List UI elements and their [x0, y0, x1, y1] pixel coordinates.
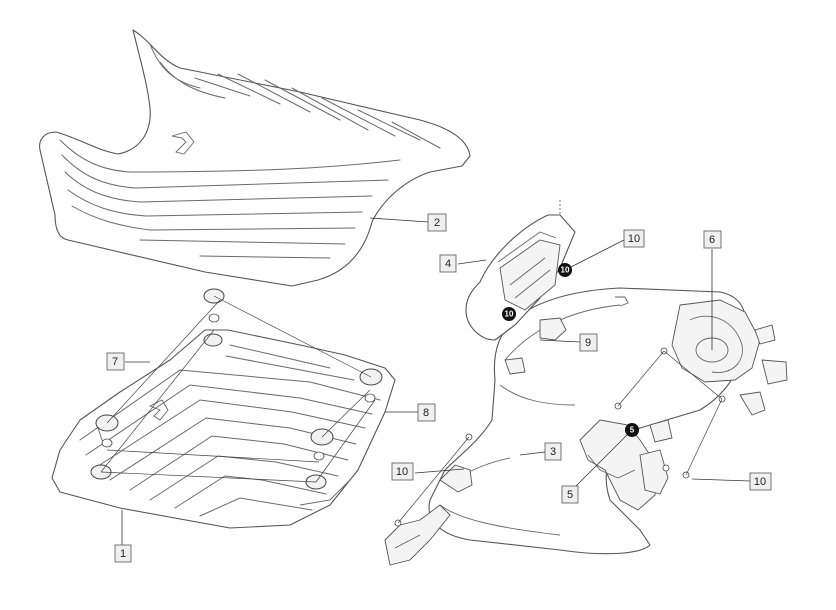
callout-6: 6	[703, 230, 722, 249]
part-2-floor-mat[interactable]	[39, 29, 471, 287]
svg-text:1: 1	[120, 548, 126, 560]
callout-5: 5	[561, 485, 579, 504]
svg-text:3: 3	[550, 446, 556, 458]
callout-8: 8	[417, 403, 436, 422]
svg-text:2: 2	[434, 217, 440, 229]
callout-4: 4	[439, 254, 457, 273]
svg-text:10: 10	[505, 310, 514, 319]
part-3-frame-cover[interactable]	[384, 287, 788, 566]
callout-10-top: 10	[623, 229, 645, 248]
callout-3: 3	[544, 442, 562, 461]
callout-10-right: 10	[749, 472, 772, 491]
fastener-axis-lines	[397, 200, 723, 524]
svg-text:4: 4	[445, 258, 451, 270]
marker-10-lower: 10	[502, 307, 516, 321]
svg-text:10: 10	[396, 466, 408, 478]
callout-10-left: 10	[391, 462, 414, 481]
fastener-alignment-lines	[100, 295, 376, 483]
marker-10-upper: 10	[558, 263, 572, 277]
callout-2: 2	[427, 213, 447, 232]
svg-text:5: 5	[630, 426, 635, 435]
part-7-screws[interactable]	[101, 313, 376, 461]
svg-text:8: 8	[423, 407, 429, 419]
svg-text:10: 10	[754, 476, 766, 488]
svg-text:9: 9	[585, 337, 591, 349]
svg-text:6: 6	[709, 234, 715, 246]
callout-9: 9	[579, 333, 598, 352]
callout-7: 7	[106, 352, 125, 371]
callout-1: 1	[114, 544, 132, 563]
svg-text:5: 5	[567, 489, 573, 501]
svg-text:10: 10	[561, 266, 570, 275]
marker-5: 5	[625, 423, 639, 437]
part-9-clip[interactable]	[504, 317, 567, 375]
part-4-side-panel[interactable]	[465, 214, 576, 341]
svg-text:7: 7	[112, 356, 118, 368]
leader-lines	[121, 217, 751, 545]
svg-text:10: 10	[628, 233, 640, 245]
